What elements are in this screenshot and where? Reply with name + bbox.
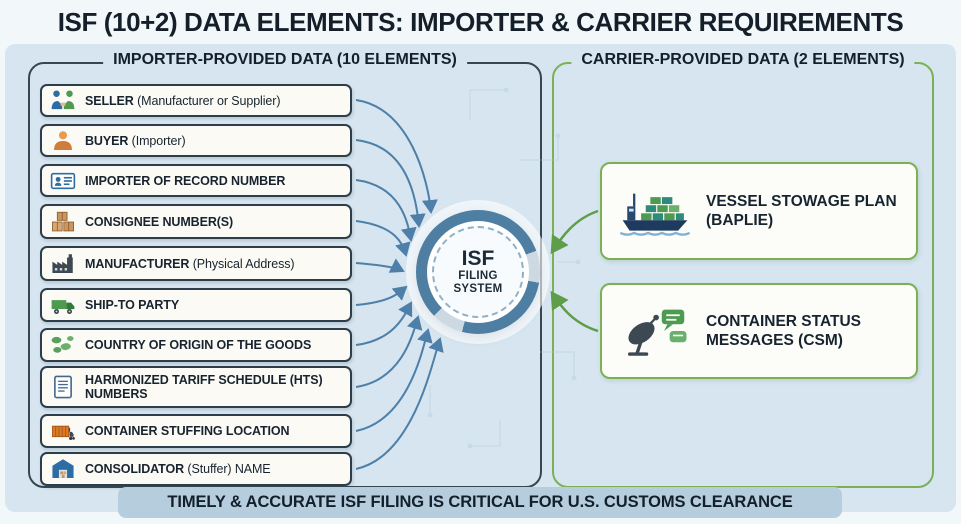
- isf-filing-system-hub: ISF FILING SYSTEM: [416, 210, 540, 334]
- item-label: SHIP-TO PARTY: [85, 298, 180, 312]
- importer-item-container-stuffing-location: CONTAINER STUFFING LOCATION: [40, 414, 352, 448]
- hub-title-line2: FILING: [458, 269, 498, 282]
- warehouse-icon: [50, 456, 76, 482]
- hub-ring: ISF FILING SYSTEM: [416, 210, 540, 334]
- page-title: ISF (10+2) DATA ELEMENTS: IMPORTER & CAR…: [57, 7, 904, 37]
- carrier-item-label: CONTAINER STATUS MESSAGES (CSM): [706, 312, 861, 349]
- importer-item-consolidator: CONSOLIDATOR (Stuffer) NAME: [40, 452, 352, 486]
- importer-item-consignee-number: CONSIGNEE NUMBER(S): [40, 204, 352, 239]
- carrier-item-container-status-messages: CONTAINER STATUS MESSAGES (CSM): [600, 283, 918, 379]
- satellite-dish-icon: [618, 304, 692, 358]
- cargo-ship-icon: [618, 184, 692, 238]
- importer-item-buyer: BUYER (Importer): [40, 124, 352, 157]
- item-label: CONTAINER STUFFING LOCATION: [85, 424, 290, 438]
- item-label: COUNTRY OF ORIGIN OF THE GOODS: [85, 338, 312, 352]
- item-sublabel: (Importer): [131, 133, 186, 148]
- carrier-section-header: CARRIER-PROVIDED DATA (2 ELEMENTS): [571, 51, 915, 69]
- importer-item-hts-numbers: HARMONIZED TARIFF SCHEDULE (HTS) NUMBERS: [40, 366, 352, 408]
- factory-icon: [50, 251, 76, 277]
- item-label: BUYER: [85, 133, 129, 148]
- hub-label: ISF FILING SYSTEM: [432, 226, 524, 318]
- importer-item-seller: SELLER (Manufacturer or Supplier): [40, 84, 352, 117]
- importer-item-country-of-origin: COUNTRY OF ORIGIN OF THE GOODS: [40, 328, 352, 362]
- person-icon: [50, 128, 76, 154]
- hub-title-line3: SYSTEM: [453, 283, 503, 296]
- item-label: MANUFACTURER: [85, 256, 190, 271]
- importer-section-header: IMPORTER-PROVIDED DATA (10 ELEMENTS): [103, 51, 467, 69]
- item-label: CONSOLIDATOR: [85, 462, 185, 476]
- container-icon: [50, 418, 76, 444]
- id-card-icon: [50, 168, 76, 194]
- handshake-icon: [50, 88, 76, 114]
- item-label: IMPORTER OF RECORD NUMBER: [85, 173, 286, 188]
- footer-banner: TIMELY & ACCURATE ISF FILING IS CRITICAL…: [118, 487, 842, 518]
- hub-title-line1: ISF: [461, 246, 495, 270]
- item-sublabel: (Manufacturer or Supplier): [137, 93, 281, 108]
- item-label: HARMONIZED TARIFF SCHEDULE (HTS) NUMBERS: [85, 373, 323, 401]
- tariff-document-icon: [50, 374, 76, 400]
- importer-item-importer-of-record: IMPORTER OF RECORD NUMBER: [40, 164, 352, 197]
- truck-icon: [50, 292, 76, 318]
- item-label: CONSIGNEE NUMBER(S): [85, 214, 234, 229]
- importer-item-ship-to-party: SHIP-TO PARTY: [40, 288, 352, 322]
- item-sublabel: (Stuffer) NAME: [187, 462, 271, 476]
- item-label: SELLER: [85, 93, 134, 108]
- item-sublabel: (Physical Address): [192, 256, 295, 271]
- carrier-item-label: VESSEL STOWAGE PLAN (BAPLIE): [706, 192, 897, 229]
- carrier-section-frame: [552, 62, 934, 488]
- world-map-icon: [50, 332, 76, 358]
- boxes-icon: [50, 209, 76, 235]
- carrier-item-vessel-stowage-plan: VESSEL STOWAGE PLAN (BAPLIE): [600, 162, 918, 260]
- importer-item-manufacturer: MANUFACTURER (Physical Address): [40, 246, 352, 281]
